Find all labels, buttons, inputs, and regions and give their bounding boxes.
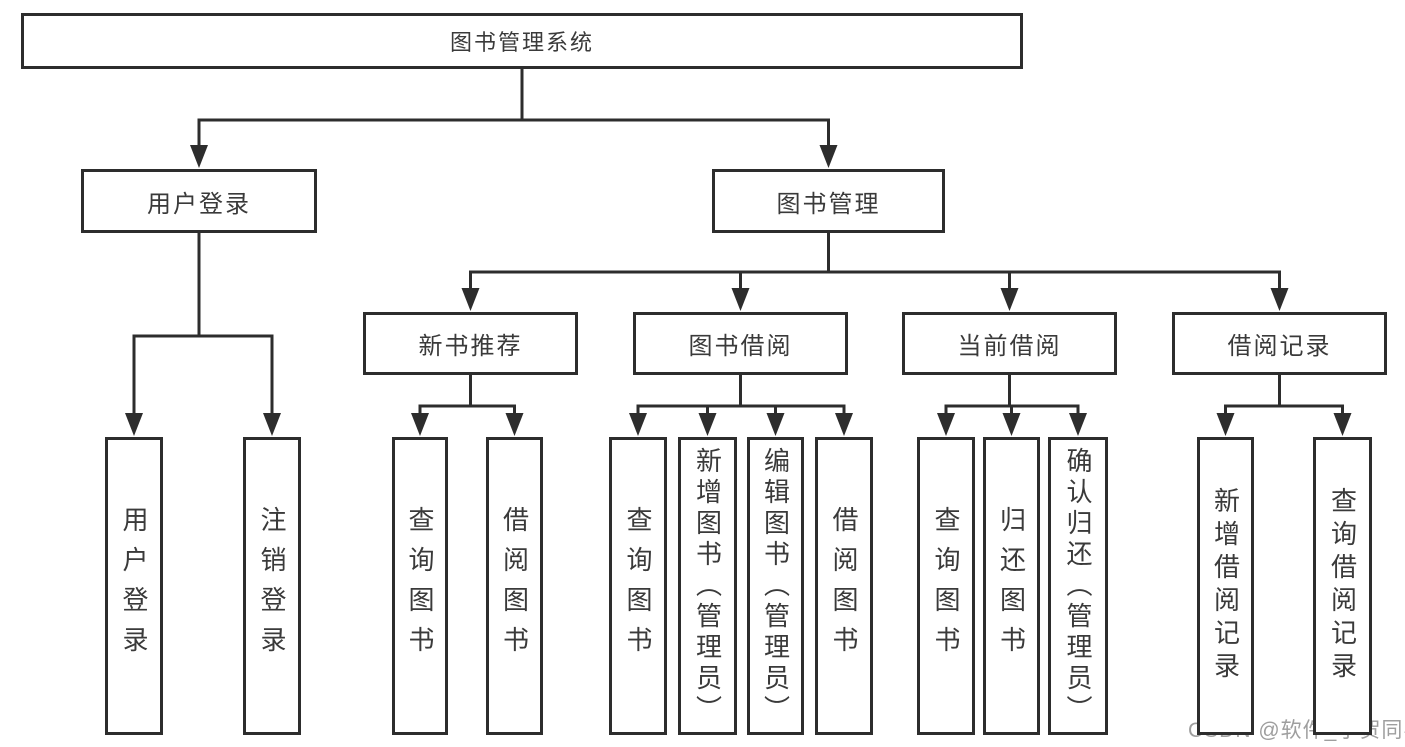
arrowhead-icon (937, 413, 955, 436)
arrowhead-icon (698, 413, 717, 436)
node-user-login: 用户登录 (81, 169, 317, 233)
arrowhead-icon (461, 288, 480, 311)
arrowhead-icon (190, 145, 208, 168)
arrowhead-icon (1000, 288, 1019, 311)
node-label: 当前借阅 (957, 333, 1062, 360)
node-v-query-book-current: 查询图书 (917, 437, 975, 735)
node-v-edit-book: 编辑图书（管理员） (747, 437, 804, 735)
node-label: 新增图书（管理员） (692, 446, 723, 726)
node-v-confirm-return: 确认归还（管理员） (1048, 437, 1108, 735)
arrowhead-icon (629, 413, 647, 436)
node-label: 图书管理系统 (449, 30, 594, 55)
node-v-add-book: 新增图书（管理员） (678, 437, 737, 735)
node-book-borrow: 图书借阅 (633, 312, 848, 375)
node-label: 图书管理 (776, 190, 881, 218)
node-v-borrow-book-borrow: 借阅图书 (815, 437, 873, 735)
node-borrow-records: 借阅记录 (1172, 312, 1387, 375)
node-label: 用户登录 (147, 190, 251, 218)
node-new-book-rec: 新书推荐 (363, 312, 578, 375)
node-label: 用户登录 (119, 506, 149, 666)
node-label: 查询图书 (623, 506, 653, 666)
node-root: 图书管理系统 (21, 13, 1023, 69)
arrowhead-icon (835, 413, 853, 436)
node-v-query-book-new: 查询图书 (392, 437, 448, 735)
node-v-add-borrow-record: 新增借阅记录 (1197, 437, 1254, 735)
node-book-mgmt: 图书管理 (712, 169, 945, 233)
node-v-query-borrow-record: 查询借阅记录 (1313, 437, 1372, 735)
arrowhead-icon (1069, 413, 1087, 436)
node-label: 注销登录 (257, 506, 287, 666)
node-current-borrow: 当前借阅 (902, 312, 1117, 375)
node-v-borrow-book-new: 借阅图书 (486, 437, 543, 735)
node-label: 借阅图书 (829, 506, 859, 666)
node-label: 编辑图书（管理员） (760, 446, 791, 726)
node-label: 新书推荐 (418, 333, 523, 360)
node-v-user-login: 用户登录 (105, 437, 163, 735)
node-v-logout: 注销登录 (243, 437, 301, 735)
node-label: 确认归还（管理员） (1063, 446, 1093, 726)
node-label: 图书借阅 (688, 333, 793, 360)
node-label: 查询借阅记录 (1327, 487, 1358, 685)
arrowhead-icon (1216, 413, 1235, 436)
node-label: 新增借阅记录 (1210, 487, 1241, 685)
node-label: 归还图书 (996, 506, 1027, 666)
arrowhead-icon (1002, 413, 1021, 436)
node-label: 借阅图书 (499, 506, 530, 666)
arrowhead-icon (731, 288, 750, 311)
arrowhead-icon (411, 413, 429, 436)
node-label: 借阅记录 (1227, 333, 1332, 360)
arrowhead-icon (505, 413, 524, 436)
arrowhead-icon (1270, 288, 1289, 311)
node-label: 查询图书 (931, 506, 961, 666)
node-v-query-book-borrow: 查询图书 (609, 437, 667, 735)
arrowhead-icon (766, 413, 785, 436)
arrowhead-icon (1333, 413, 1352, 436)
node-v-return-book: 归还图书 (983, 437, 1040, 735)
node-label: 查询图书 (405, 506, 435, 666)
arrowhead-icon (125, 413, 143, 436)
arrowhead-icon (819, 145, 838, 168)
arrowhead-icon (263, 413, 281, 436)
